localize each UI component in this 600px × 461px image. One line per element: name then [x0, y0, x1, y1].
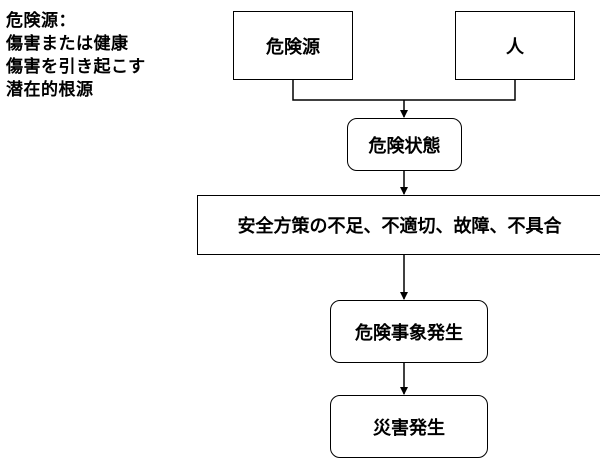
hazardous-event-label: 危険事象発生 [355, 322, 463, 344]
note-line-4: 潜在的根源 [6, 80, 94, 100]
person-label: 人 [506, 36, 524, 58]
note-line-3: 傷害を引き起こす [6, 57, 146, 77]
hazardous-event-box: 危険事象発生 [330, 300, 488, 363]
hazard-definition-note: 危険源： 傷害または健康 傷害を引き起こす 潜在的根源 [6, 10, 146, 102]
safety-measures-label: 安全方策の不足、不適切、故障、不具合 [237, 216, 562, 237]
safety-measures-box: 安全方策の不足、不適切、故障、不具合 [197, 195, 600, 255]
hazard-source-box: 危険源 [233, 11, 353, 80]
hazardous-state-box: 危険状態 [347, 118, 462, 171]
merge-connector [292, 80, 516, 101]
hazard-source-label: 危険源 [266, 36, 320, 58]
disaster-box: 災害発生 [330, 395, 488, 458]
note-line-1: 危険源： [6, 11, 76, 31]
disaster-label: 災害発生 [373, 417, 445, 439]
hazardous-state-label: 危険状態 [368, 135, 441, 157]
person-box: 人 [455, 11, 575, 80]
note-line-2: 傷害または健康 [6, 34, 129, 54]
